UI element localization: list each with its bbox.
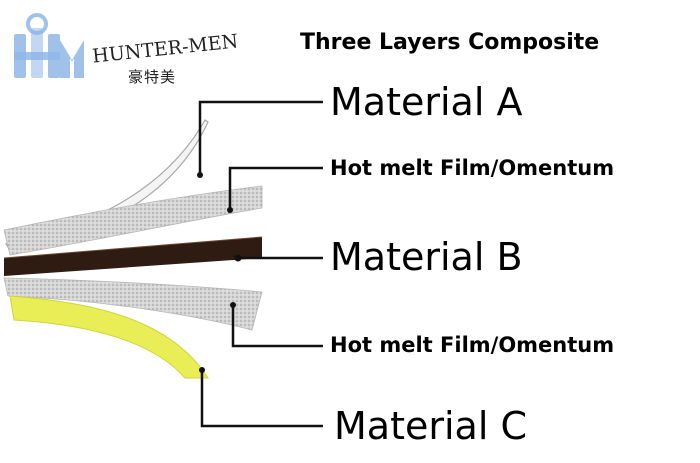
brand-chinese-name: 豪特美 (128, 68, 177, 86)
dot-film-top (227, 207, 233, 213)
material-c-layer (9, 295, 209, 379)
label-material-c: Material C (334, 404, 527, 448)
leader-material-a (198, 100, 323, 175)
dot-material-b (234, 254, 242, 262)
label-film-bottom: Hot melt Film/Omentum (330, 333, 615, 357)
dot-material-a (197, 172, 203, 178)
material-b-layer (4, 237, 262, 276)
dot-film-bottom (230, 302, 236, 308)
label-material-b: Material B (330, 235, 523, 279)
logo-icon (14, 13, 84, 78)
label-material-a: Material A (330, 80, 523, 124)
dot-material-c (199, 367, 205, 373)
leader-film-bottom (231, 305, 323, 348)
page-title: Three Layers Composite (300, 30, 600, 55)
film-top-layer (3, 185, 263, 256)
leader-material-c (200, 370, 323, 428)
label-film-top: Hot melt Film/Omentum (330, 156, 615, 180)
leader-film-top (228, 166, 323, 210)
film-bottom-layer (3, 277, 263, 331)
